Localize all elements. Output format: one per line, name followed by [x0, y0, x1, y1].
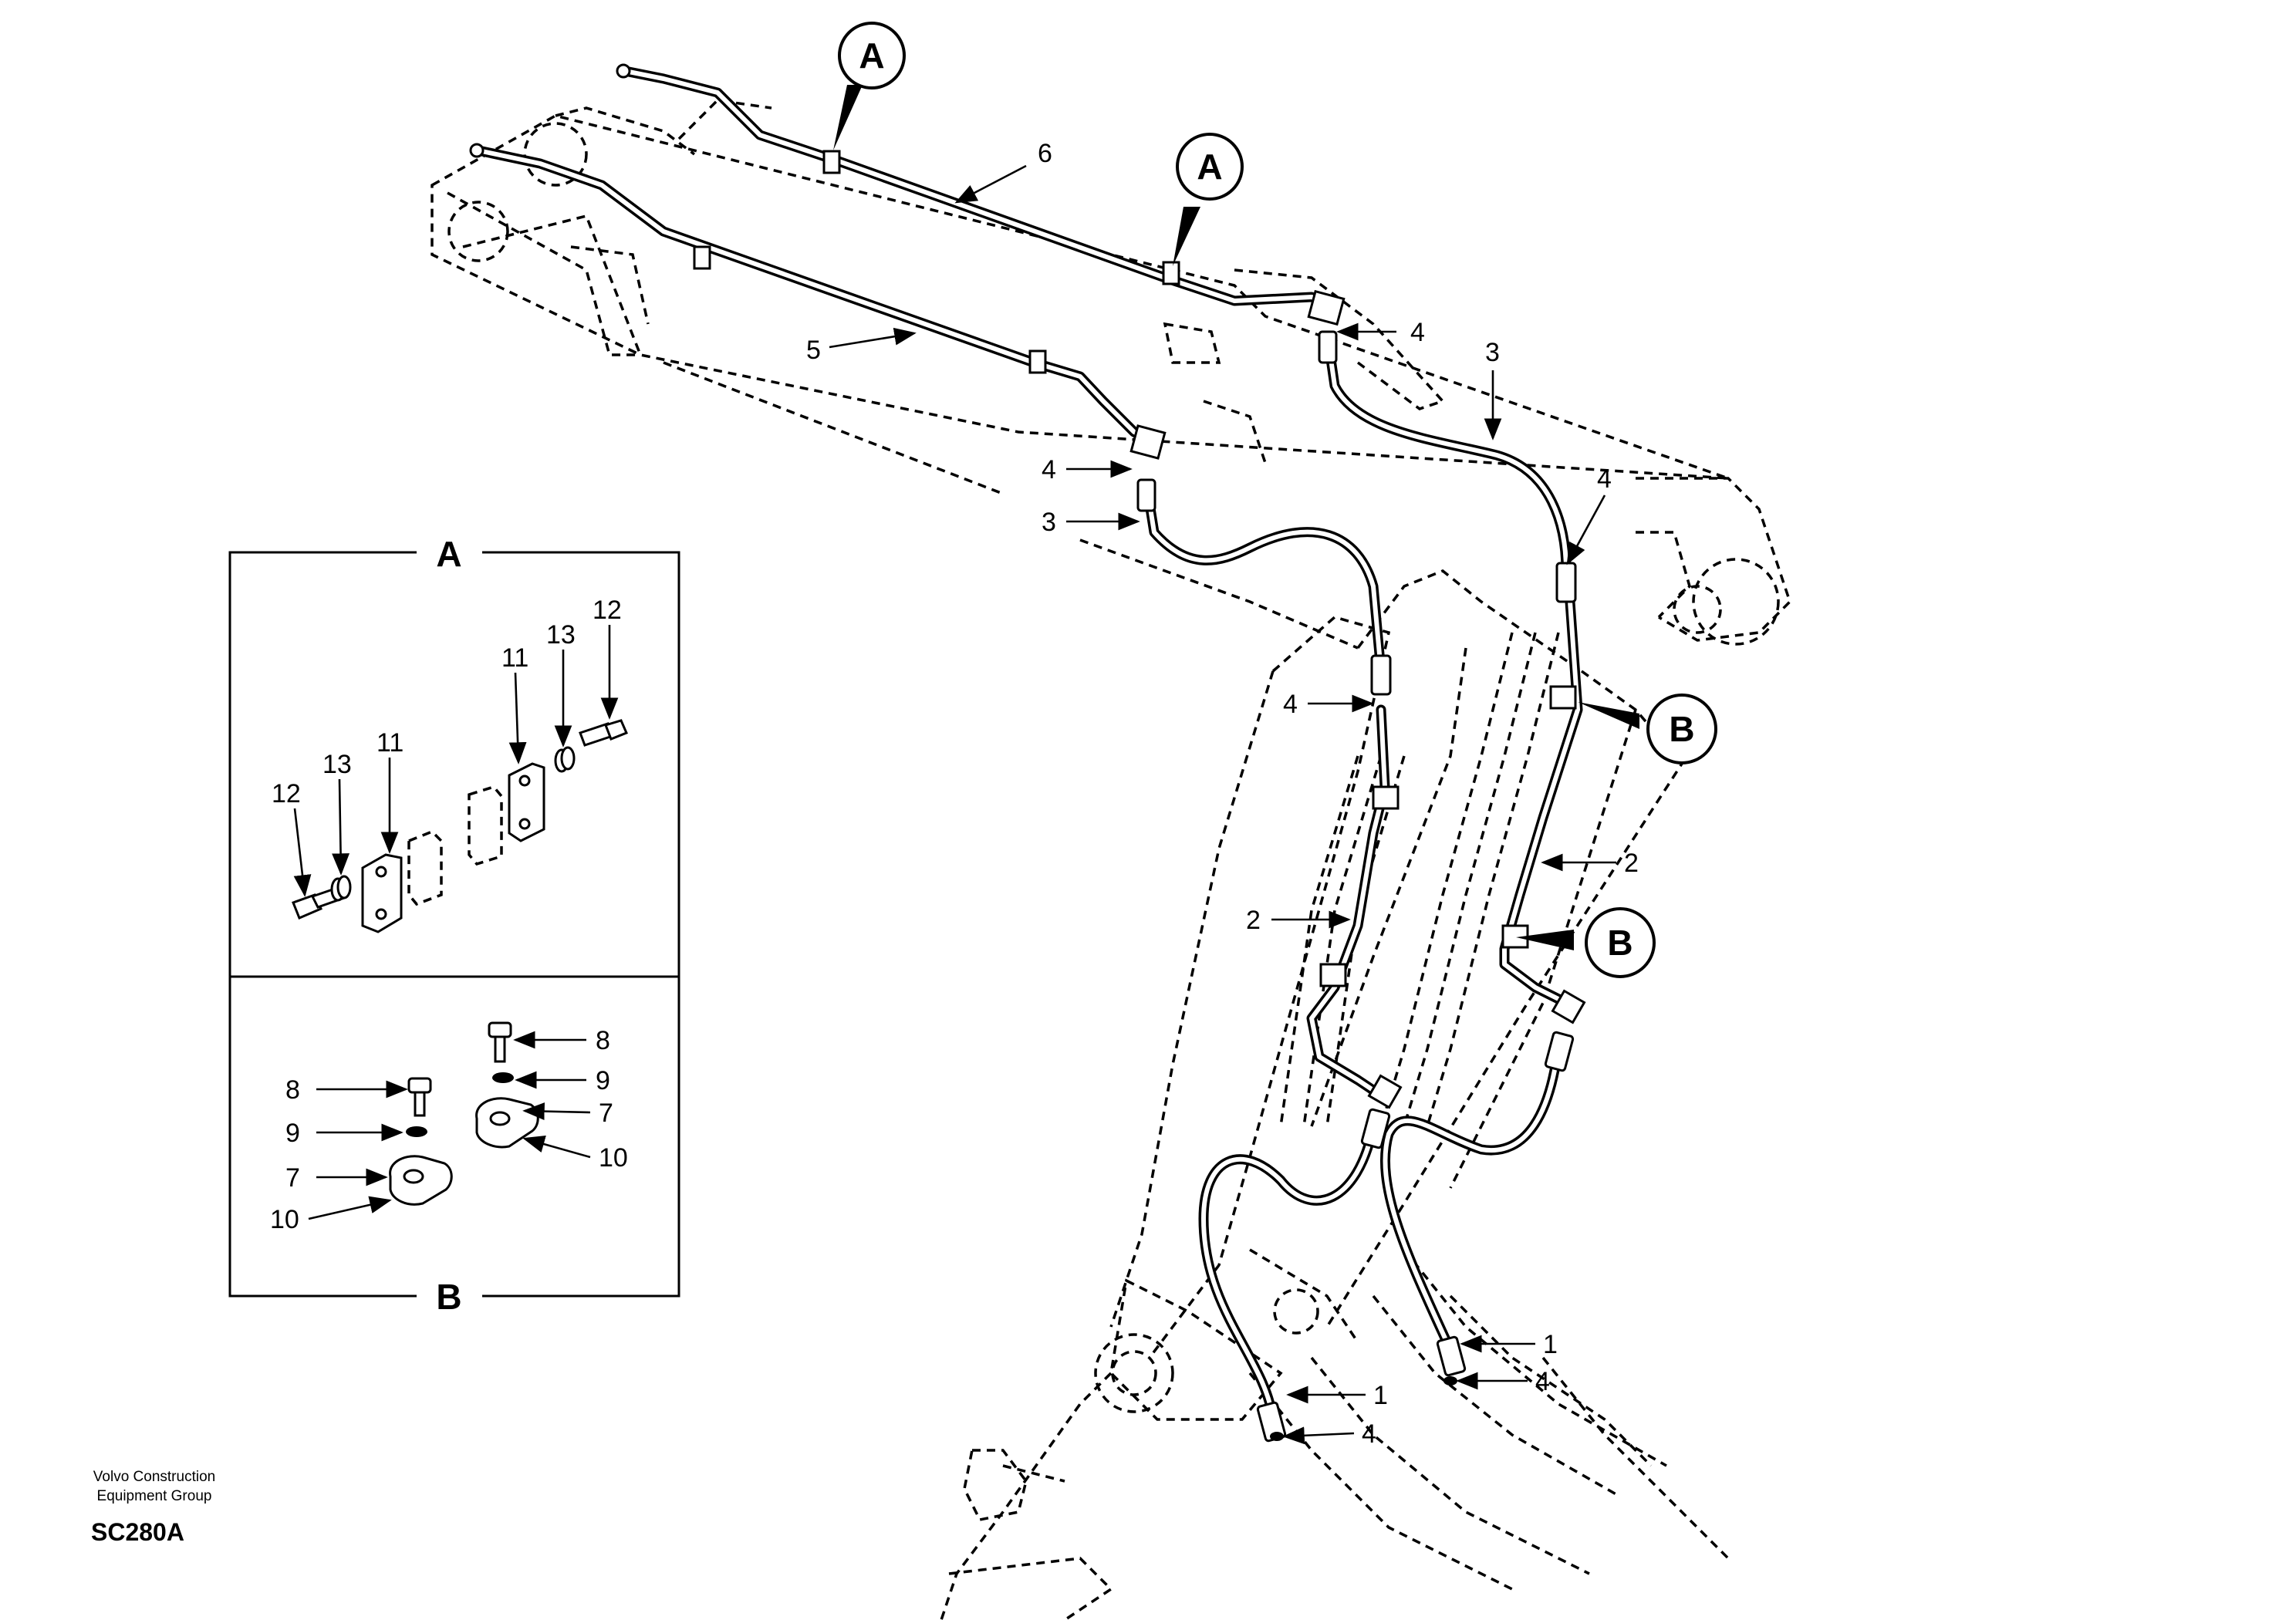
callout-b-2-label: B — [1607, 923, 1633, 963]
bolt-8-left-icon — [407, 1077, 432, 1117]
box-b-label-7-left: 7 — [285, 1163, 300, 1193]
fittings — [469, 63, 1586, 1443]
label-4-mid: 4 — [1283, 690, 1298, 719]
label-3-top-right: 3 — [1485, 338, 1500, 367]
box-b-label-8-left: 8 — [285, 1075, 300, 1105]
box-b-label-7-right: 7 — [599, 1099, 613, 1128]
box-b-label-9-left: 9 — [285, 1119, 300, 1148]
label-1-left: 1 — [1373, 1381, 1388, 1410]
footer-org-line-2: Equipment Group — [96, 1488, 212, 1504]
box-b-title: B — [436, 1277, 461, 1317]
callout-a-2-label: A — [1197, 147, 1222, 187]
tube-2-right — [1499, 596, 1583, 1008]
label-4-bottom-left: 4 — [1362, 1419, 1376, 1449]
label-5: 5 — [806, 336, 821, 365]
bolt-8-right-icon — [488, 1021, 512, 1063]
box-a-label-11-right: 11 — [501, 643, 528, 673]
bolt-12-right-icon — [579, 719, 628, 747]
hose-1-left — [1198, 1121, 1379, 1425]
label-6: 6 — [1038, 139, 1052, 168]
washer-13-right-icon — [554, 746, 576, 773]
box-b-label-8-right: 8 — [596, 1026, 610, 1055]
part-labels: 6 5 4 3 4 3 4 4 2 2 1 4 1 4 — [806, 139, 1639, 1449]
hose-1-right — [1380, 1040, 1564, 1355]
box-a-label-11-left: 11 — [376, 728, 403, 758]
box-a-label-12-right: 12 — [593, 596, 622, 625]
label-2-right: 2 — [1624, 849, 1639, 878]
tube-2-left — [1306, 704, 1390, 1101]
hose-3-right — [1323, 338, 1572, 576]
clamp-7-left-icon — [389, 1155, 453, 1206]
callout-a-1-label: A — [859, 35, 884, 76]
label-4-bottom-right: 4 — [1535, 1367, 1550, 1396]
box-a-label-13-left: 13 — [322, 750, 352, 779]
box-a-parts: 12 13 11 11 13 12 — [272, 596, 628, 933]
box-a-label-13-right: 13 — [546, 620, 576, 650]
box-a-title: A — [436, 534, 461, 574]
callout-a-1: A — [833, 22, 906, 150]
lower-tube-5 — [473, 145, 1155, 445]
clamp-11-right-icon — [508, 762, 545, 842]
footer-code: SC280A — [91, 1518, 184, 1546]
box-b-label-10-right: 10 — [599, 1143, 628, 1173]
hose-3-left — [1143, 488, 1386, 677]
label-4-left: 4 — [1042, 455, 1056, 484]
label-2-left: 2 — [1246, 906, 1261, 935]
upper-tube-6 — [620, 66, 1332, 308]
label-4-top-right: 4 — [1410, 318, 1425, 347]
label-1-right: 1 — [1543, 1330, 1558, 1359]
footer-org-line-1: Volvo Construction — [93, 1469, 216, 1485]
box-b-parts: 8 9 7 10 8 9 7 10 — [270, 1021, 628, 1234]
label-4-knuckle: 4 — [1597, 464, 1612, 494]
callout-b-1: B — [1578, 694, 1717, 764]
clamp-11-left-icon — [361, 853, 403, 933]
washer-9-right-icon — [492, 1072, 514, 1083]
label-3-left: 3 — [1042, 508, 1056, 537]
box-a-label-12-left: 12 — [272, 779, 301, 808]
box-b-label-10-left: 10 — [270, 1205, 299, 1234]
washer-13-left-icon — [330, 875, 352, 902]
detail-box: A B — [228, 534, 680, 1317]
footer-org: Volvo Construction Equipment Group — [62, 1467, 247, 1506]
callout-b-1-label: B — [1669, 709, 1694, 749]
callout-a-2: A — [1173, 133, 1244, 266]
callout-b-2: B — [1516, 907, 1656, 978]
washer-9-left-icon — [406, 1126, 427, 1137]
boom-outline — [430, 99, 1792, 1620]
box-b-label-9-right: 9 — [596, 1066, 610, 1095]
